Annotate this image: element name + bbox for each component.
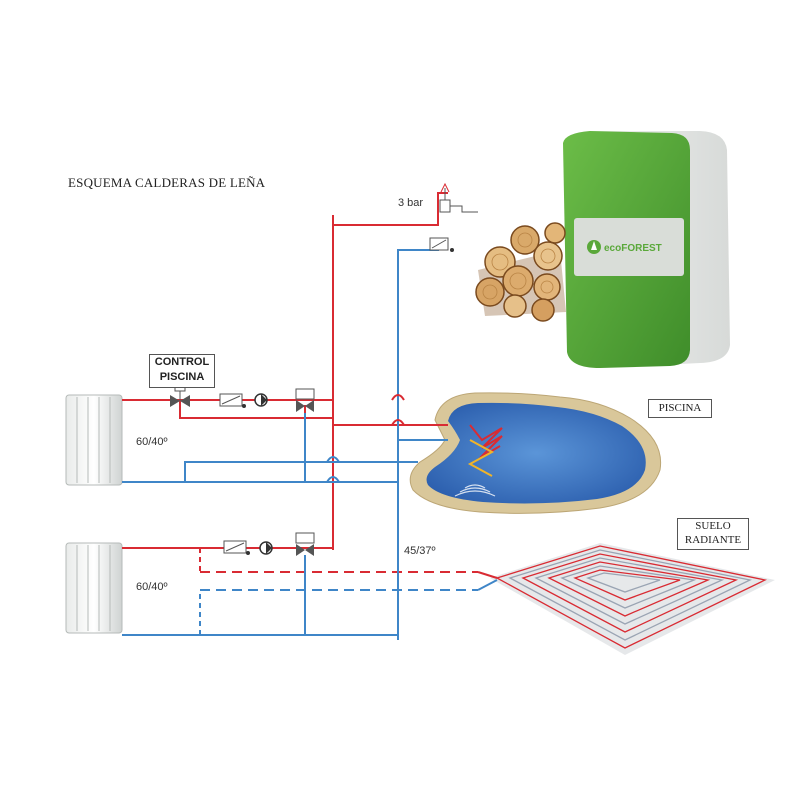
control-label-line2: PISCINA <box>159 371 205 383</box>
flow-meter-icon <box>223 540 250 555</box>
pool-icon <box>409 392 662 514</box>
control-piscina-label: CONTROL PISCINA <box>149 354 215 388</box>
page-title: ESQUEMA CALDERAS DE LEÑA <box>68 175 266 190</box>
floor-label-line2: RADIANTE <box>684 534 742 546</box>
boiler-icon <box>563 131 730 368</box>
firewood-icon <box>475 222 566 322</box>
three-way-valve-icon <box>170 385 190 407</box>
underfloor-heating-icon <box>490 543 775 655</box>
floor-heating-label: SUELO RADIANTE <box>677 518 749 550</box>
boiler-brand-label: ecoFOREST <box>604 243 662 254</box>
flow-meter-icon <box>429 237 454 252</box>
radiator-icon <box>65 394 123 486</box>
flow-meter-icon <box>219 393 246 408</box>
return-pipes <box>122 243 498 640</box>
radiator-icon <box>65 542 123 634</box>
circulation-pump-icon <box>259 541 273 555</box>
pipe-crossings <box>326 394 405 483</box>
radiator-temp-bottom-label: 60/40º <box>136 581 168 593</box>
floor-label-line1: SUELO <box>695 520 731 532</box>
floor-temp-label: 45/37º <box>404 545 436 557</box>
three-way-valve-icon <box>295 388 315 412</box>
pool-label: PISCINA <box>648 399 712 418</box>
safety-valve-icon <box>439 182 478 213</box>
circulation-pump-icon <box>254 393 268 407</box>
radiator-temp-top-label: 60/40º <box>136 436 168 448</box>
three-way-valve-icon <box>295 532 315 556</box>
pressure-label: 3 bar <box>398 197 424 209</box>
control-label-line1: CONTROL <box>154 356 210 368</box>
